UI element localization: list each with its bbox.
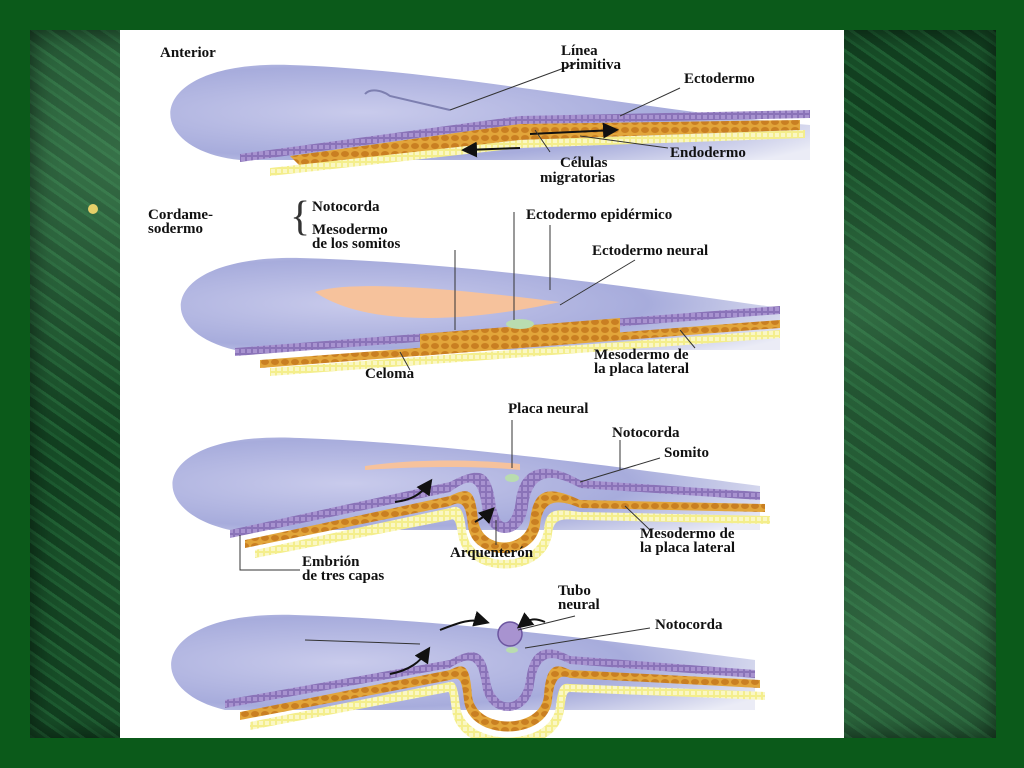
notochord-3 (505, 474, 519, 482)
label-ectodermo-neural: Ectodermo neural (592, 244, 708, 259)
stage-2-chordamesoderm (181, 212, 780, 376)
label-notocorda-3: Notocorda (612, 426, 680, 441)
label-arquenteron: Arquenterón (450, 546, 533, 561)
label-celulas-1: Células (560, 156, 608, 171)
label-ectodermo: Ectodermo (684, 72, 755, 87)
embryo-diagram (120, 30, 844, 738)
label-anterior: Anterior (160, 46, 216, 61)
label-somito: Somito (664, 446, 709, 461)
stage-4-neural-tube (171, 615, 765, 738)
label-mesodermo-somitos-2: de los somitos (312, 237, 400, 252)
label-cordame-2: sodermo (148, 222, 203, 237)
notochord-4 (506, 647, 518, 653)
neural-tube (498, 622, 522, 646)
label-placa-neural: Placa neural (508, 402, 588, 417)
notochord-2 (506, 319, 534, 329)
label-tubo-2: neural (558, 598, 600, 613)
label-ectodermo-epidermico: Ectodermo epidérmico (526, 208, 672, 223)
label-notocorda-2: Notocorda (312, 200, 380, 215)
label-endodermo: Endodermo (670, 146, 746, 161)
label-celulas-2: migratorias (540, 171, 615, 186)
label-embrion-2: de tres capas (302, 569, 384, 584)
diagram-panel: Anterior Línea primitiva Ectodermo Endod… (120, 30, 844, 738)
bullet-point (88, 204, 98, 214)
brace-icon: { (290, 196, 310, 238)
label-meso-lateral-2b: la placa lateral (594, 362, 689, 377)
label-celoma: Celoma (365, 367, 414, 382)
label-meso-lateral-3b: la placa lateral (640, 541, 735, 556)
label-linea-primitiva-2: primitiva (561, 58, 621, 73)
label-notocorda-4: Notocorda (655, 618, 723, 633)
